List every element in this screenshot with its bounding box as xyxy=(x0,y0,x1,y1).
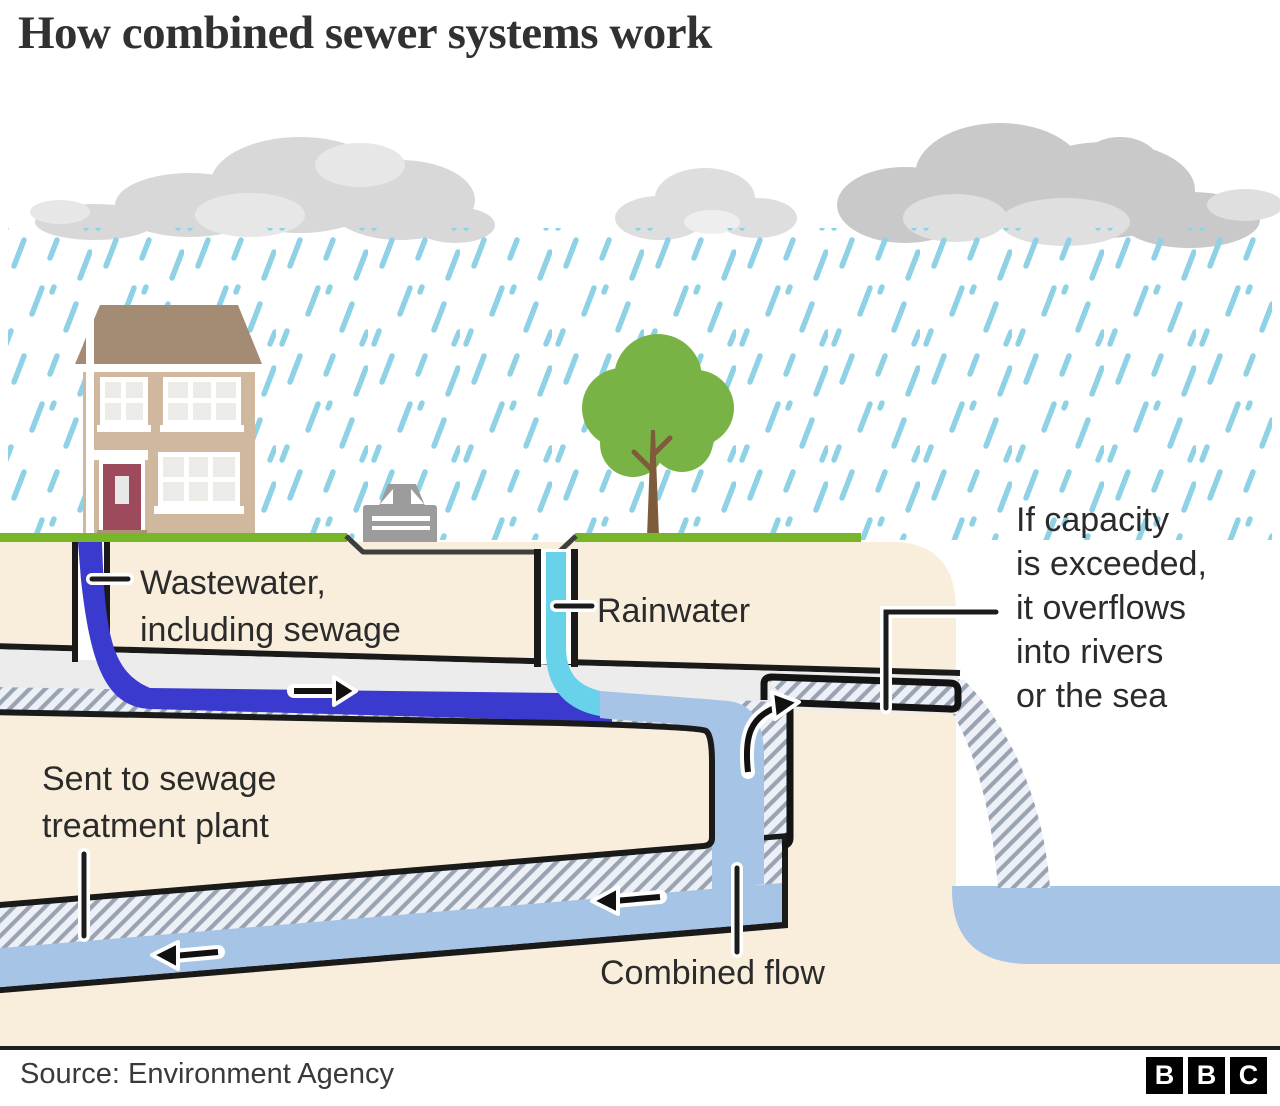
bbc-logo-block: B xyxy=(1146,1057,1183,1094)
sea xyxy=(952,886,1280,964)
label-rainwater: Rainwater xyxy=(597,592,751,630)
label-overflow: If capacity is exceeded, it overflows in… xyxy=(1016,501,1207,715)
cloud-right xyxy=(837,123,1280,248)
bbc-logo-block: B xyxy=(1188,1057,1225,1094)
tree-icon xyxy=(582,334,734,537)
overflow-outfall-stream xyxy=(930,676,1050,888)
label-combined-flow: Combined flow xyxy=(600,954,825,992)
wastewater-stream xyxy=(78,542,612,722)
bbc-logo: B B C xyxy=(1146,1057,1267,1094)
flow-arrow-right xyxy=(287,675,358,707)
ground-surface xyxy=(0,533,861,555)
car-icon xyxy=(363,484,437,547)
flow-arrow-left-1 xyxy=(590,885,667,916)
soil-island xyxy=(0,709,715,909)
footer-rule xyxy=(0,1046,1280,1050)
bbc-logo-block: C xyxy=(1230,1057,1267,1094)
source-credit: Source: Environment Agency xyxy=(20,1058,394,1090)
overflow-pipe xyxy=(760,673,962,850)
rainwater-stream xyxy=(546,552,642,722)
house-icon xyxy=(75,305,262,540)
flow-arrow-left-2 xyxy=(150,940,225,971)
label-wastewater: Wastewater, including sewage xyxy=(140,564,401,649)
page-title: How combined sewer systems work xyxy=(18,7,712,59)
label-treatment: Sent to sewage treatment plant xyxy=(42,760,277,845)
flow-arrow-overflow xyxy=(739,690,801,779)
label-pointers xyxy=(78,573,1002,958)
combined-flow-stream xyxy=(600,691,764,890)
